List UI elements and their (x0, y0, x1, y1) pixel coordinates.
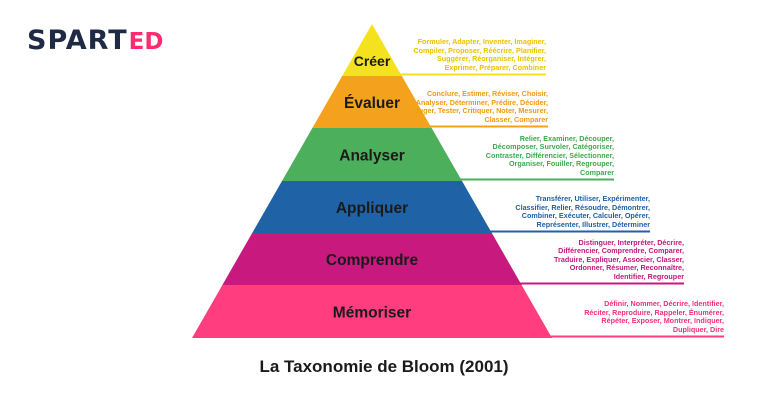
logo-text-part2: ED (128, 29, 164, 55)
level-verbs-5: Distinguer, Interpréter, Décrire, Différ… (554, 238, 684, 281)
spartied-logo: SPART ED (27, 18, 163, 54)
level-label-4: Appliquer (336, 200, 408, 217)
level-label-2: Évaluer (344, 95, 400, 112)
level-label-5: Comprendre (326, 252, 419, 269)
pyramid-level-2 (312, 76, 432, 128)
level-label-3: Analyser (339, 148, 404, 165)
logo-text-part1: SPART (27, 25, 128, 56)
pyramid-level-5 (222, 233, 522, 285)
pyramid-level-4 (252, 181, 492, 233)
level-label-1: Créer (354, 53, 391, 69)
level-verbs-6: Définir, Nommer, Décrire, Identifier, Ré… (584, 299, 724, 334)
level-verbs-1: Formuler, Adapter, Inventer, Imaginer, C… (413, 37, 546, 72)
level-verbs-4: Transférer, Utiliser, Expérimenter, Clas… (515, 194, 650, 229)
caption: La Taxonomie de Bloom (2001) (259, 357, 509, 376)
pyramid-level-1 (342, 24, 402, 76)
level-label-6: Mémoriser (333, 305, 411, 322)
pyramid-level-3 (282, 128, 462, 181)
pyramid-level-6 (192, 285, 552, 338)
level-verbs-2: Conclure, Estimer, Réviser, Choisir, Ana… (414, 89, 548, 124)
level-verbs-3: Relier, Examiner, Découper, Décomposer, … (485, 134, 614, 177)
